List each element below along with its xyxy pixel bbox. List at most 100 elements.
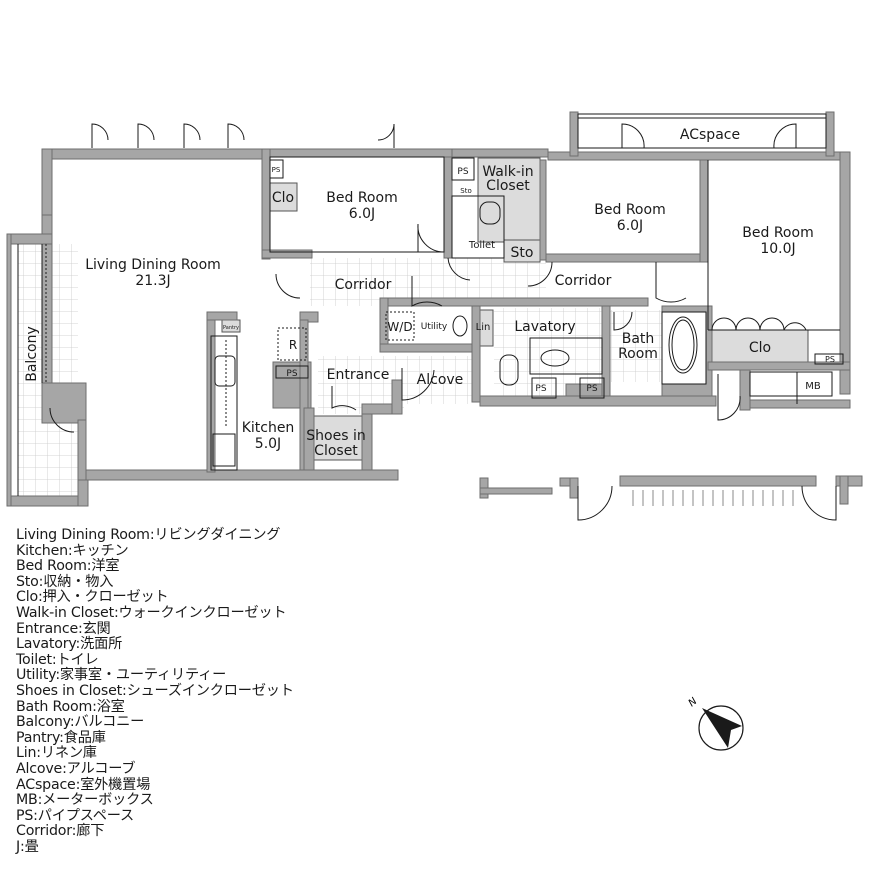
legend-term: Balcony (16, 714, 70, 731)
legend-term: Entrance (16, 620, 78, 637)
legend-meaning: 玄関 (82, 620, 111, 637)
lin-label: Lin (476, 322, 491, 333)
legend-separator: : (113, 604, 119, 621)
legend-meaning: リネン庫 (40, 745, 97, 762)
legend-item: Walk-in Closet:ウォークインクローゼット (16, 604, 294, 622)
legend-separator: : (33, 807, 38, 824)
north-arrow-icon: N (687, 696, 744, 751)
clo-bedroom1 (269, 182, 298, 212)
balcony-label: Balcony (24, 326, 40, 382)
legend-separator: : (69, 714, 75, 731)
legend-meaning: 食品庫 (63, 729, 106, 746)
walk-in-closet (477, 157, 541, 243)
legend-term: Bath Room (16, 698, 93, 715)
legend-item: Sto:収納・物入 (16, 573, 294, 591)
bath-tile (610, 310, 662, 382)
legend-meaning: 室外機置場 (80, 776, 151, 793)
legend-meaning: ウォークインクローゼット (118, 604, 287, 621)
legend-item: Bath Room:浴室 (16, 698, 294, 716)
walk-in-closet-label: Walk-in (482, 164, 533, 180)
kitchen-size: 5.0J (255, 436, 281, 452)
legend-term: Alcove (16, 760, 63, 777)
legend-meaning: 廊下 (76, 823, 105, 840)
legend-meaning: 収納・物入 (43, 573, 114, 590)
legend-separator: : (67, 542, 73, 559)
walk-in-closet-label-2: Closet (486, 178, 530, 194)
legend-meaning: 家事室・ユーティリティー (59, 667, 227, 684)
legend-term: Corridor (16, 823, 72, 840)
legend-term: Shoes in Closet (16, 682, 122, 699)
legend-meaning: シューズインクローゼット (126, 682, 294, 699)
legend-separator: : (38, 573, 44, 590)
legend-item: Lavatory:洗面所 (16, 636, 294, 653)
legend-meaning: リビングダイニング (154, 527, 281, 543)
legend-separator: : (37, 589, 43, 606)
kitchen-label: Kitchen (242, 420, 295, 436)
legend-separator: : (92, 698, 97, 715)
alcove-tile (400, 356, 480, 404)
bedroom-2-size: 6.0J (617, 218, 643, 234)
legend-item: Toilet:トイレ (16, 651, 294, 669)
bedroom-1-label: Bed Room (326, 190, 397, 206)
sto-label: Sto (511, 245, 534, 261)
wd-label: W/D (387, 320, 412, 334)
legend-meaning: 畳 (24, 838, 39, 855)
ps-label-6: PS (825, 355, 835, 364)
legend-item: Shoes in Closet:シューズインクローゼット (16, 682, 294, 700)
legend-item: Utility:家事室・ユーティリティー (16, 668, 294, 684)
legend-item: Pantry:食品庫 (16, 729, 294, 747)
legend-item: PS:パイプスペース (16, 807, 294, 825)
legend-term: Toilet (16, 651, 52, 668)
legend-separator: : (75, 776, 81, 793)
ps-label-3: PS (286, 369, 297, 379)
legend-meaning: 洋室 (91, 558, 120, 575)
legend-separator: : (86, 558, 92, 575)
pantry-label: Pantry (223, 325, 239, 331)
lavatory-tile (494, 308, 606, 398)
entrance-label: Entrance (327, 367, 390, 383)
legend-item: Kitchen:キッチン (16, 542, 294, 560)
corridor-1-label: Corridor (335, 277, 392, 293)
clo-label-bedroom1: Clo (272, 190, 294, 206)
legend-meaning: パイプスペース (37, 807, 134, 824)
legend-term: Clo (16, 589, 38, 606)
legend-item: Balcony:バルコニー (16, 714, 294, 731)
legend-meaning: メーターボックス (42, 792, 154, 809)
legend-item: MB:メーターボックス (16, 792, 294, 809)
walls (6, 111, 863, 507)
legend-separator: : (71, 823, 77, 840)
legend-item: Corridor:廊下 (16, 823, 294, 840)
legend-item: Clo:押入・クローゼット (16, 590, 294, 606)
ps-label-2: PS (457, 167, 468, 177)
legend-term: Sto (16, 573, 39, 590)
legend-item: Entrance:玄関 (16, 620, 294, 638)
legend-separator: : (59, 729, 64, 746)
bedroom-1-size: 6.0J (349, 206, 375, 222)
legend-meaning: キッチン (72, 542, 129, 559)
legend-separator: : (37, 792, 43, 809)
toilet-label: Toilet (468, 240, 495, 251)
ps-label-1: PS (272, 166, 281, 174)
shoes-closet-label: Shoes in (306, 428, 365, 444)
legend-term: MB (16, 792, 38, 809)
living-dining-room-size: 21.3J (135, 273, 170, 289)
utility-label: Utility (421, 322, 448, 332)
shoes-closet-label-2: Closet (314, 443, 358, 459)
north-label: N (687, 696, 700, 710)
legend-separator: : (121, 682, 127, 699)
legend-item: Alcove:アルコーブ (16, 760, 294, 778)
legend-term: Kitchen (16, 542, 68, 559)
bath-room-label-2: Room (618, 346, 658, 362)
bedroom-3-size: 10.0J (760, 241, 795, 257)
legend-meaning: バルコニー (74, 714, 145, 731)
lavatory-label: Lavatory (514, 319, 575, 335)
bath-room-label: Bath (622, 331, 655, 347)
legend-meaning: トイレ (56, 651, 99, 668)
alcove-label: Alcove (417, 372, 464, 388)
legend-item: Lin:リネン庫 (16, 746, 294, 762)
legend-item: J:畳 (16, 838, 294, 856)
sto-label-small: Sto (460, 187, 471, 195)
legend-separator: : (75, 636, 81, 653)
